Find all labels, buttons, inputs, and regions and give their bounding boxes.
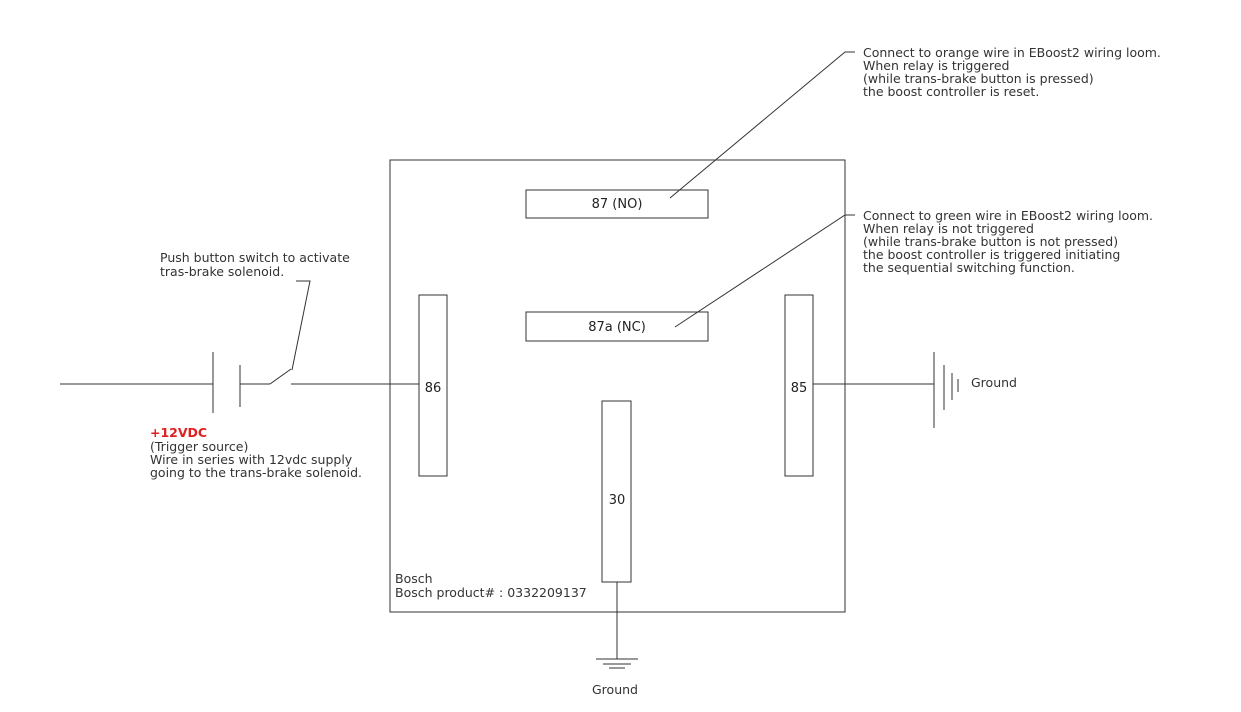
supply-note-line-1: (Trigger source) (150, 439, 248, 454)
switch-note-leader (291, 280, 311, 371)
pin-86-label: 86 (425, 381, 442, 396)
orange-note-leader (669, 51, 855, 199)
pin-87-box (525, 189, 709, 219)
switch-blade (269, 368, 292, 385)
switch-note: Push button switch to activate tras-brak… (160, 250, 354, 279)
pin-30-box (601, 400, 632, 583)
pin-85-label: 85 (791, 381, 808, 396)
supply-note: (Trigger source) Wire in series with 12v… (150, 439, 362, 480)
switch-note-line-1: Push button switch to activate (160, 250, 350, 265)
orange-note-line-2: When relay is triggered (863, 58, 1009, 73)
pin-30-label: 30 (609, 493, 626, 508)
green-note-line-2: When relay is not triggered (863, 221, 1034, 236)
green-note-line-1: Connect to green wire in EBoost2 wiring … (863, 208, 1153, 223)
orange-note-line-3: (while trans-brake button is pressed) (863, 71, 1094, 86)
supply-note-line-2: Wire in series with 12vdc supply (150, 452, 353, 467)
orange-note-line-1: Connect to orange wire in EBoost2 wiring… (863, 45, 1161, 60)
pin-86-box (418, 294, 448, 477)
relay-brand: Bosch (395, 571, 433, 586)
ground-right-label: Ground (971, 375, 1017, 390)
ground-bottom-label: Ground (592, 682, 638, 697)
pin-87a-box (525, 311, 709, 342)
green-note-line-5: the sequential switching function. (863, 260, 1075, 275)
green-note-line-4: the boost controller is triggered initia… (863, 247, 1120, 262)
green-note: Connect to green wire in EBoost2 wiring … (863, 208, 1157, 275)
pin-87-label: 87 (NO) (592, 197, 643, 212)
switch-note-line-2: tras-brake solenoid. (160, 264, 284, 279)
orange-note: Connect to orange wire in EBoost2 wiring… (863, 45, 1165, 99)
relay-product: Bosch product# : 0332209137 (395, 585, 587, 600)
supply-note-line-3: going to the trans-brake solenoid. (150, 465, 362, 480)
green-note-leader (674, 214, 855, 328)
pin-85-box (784, 294, 814, 477)
pin-87a-label: 87a (NC) (588, 320, 646, 335)
orange-note-line-4: the boost controller is reset. (863, 84, 1039, 99)
green-note-line-3: (while trans-brake button is not pressed… (863, 234, 1118, 249)
supply-title: +12VDC (150, 425, 207, 440)
